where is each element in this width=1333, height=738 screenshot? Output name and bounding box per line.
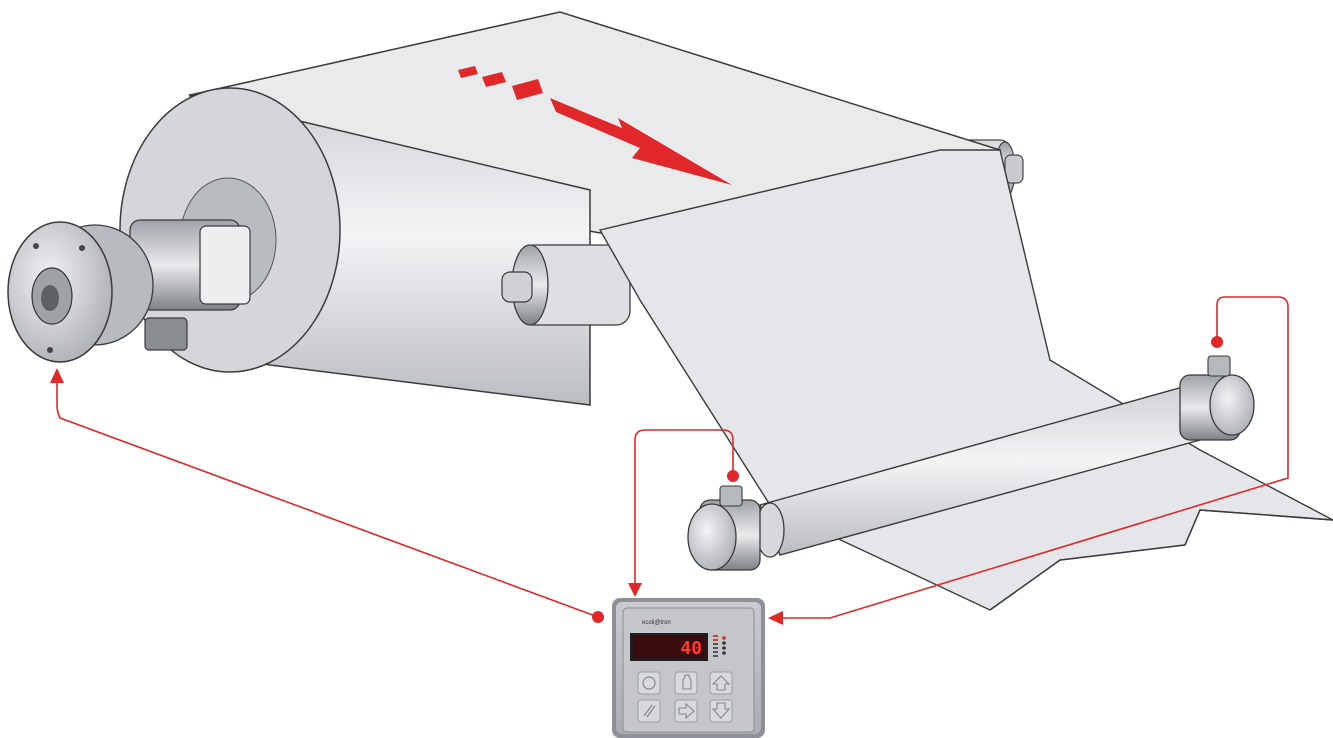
status-indicators <box>722 636 726 655</box>
middle-idler-roller <box>501 244 631 326</box>
display-screen <box>633 636 705 658</box>
indicator-led <box>722 646 726 650</box>
decrease-button[interactable] <box>709 699 733 723</box>
tension-controller[interactable]: ecoli@tron 40 <box>612 598 765 738</box>
indicator-led <box>722 651 726 655</box>
web-direction-arrow <box>458 66 732 185</box>
indicator-led <box>722 641 726 645</box>
left-sensor-connection-dot <box>727 470 739 482</box>
tool-button[interactable] <box>637 699 661 723</box>
arrow-up-icon <box>711 675 731 691</box>
controller-connection-dot <box>592 611 604 623</box>
arrow-right-icon <box>678 702 695 720</box>
arrowhead-down <box>628 583 642 597</box>
signal-lines <box>56 296 1289 619</box>
unwind-brake <box>7 219 251 363</box>
increase-button[interactable] <box>709 671 733 695</box>
controller-brand: ecoli@tron <box>642 620 671 626</box>
power-button[interactable] <box>637 671 661 695</box>
tare-button[interactable] <box>674 671 698 695</box>
tension-sensor-right <box>1179 355 1255 441</box>
power-icon <box>642 676 656 690</box>
indicator-led <box>722 636 726 640</box>
tension-sensor-left <box>687 485 761 571</box>
next-button[interactable] <box>674 699 698 723</box>
bottle-icon <box>682 674 692 690</box>
arrow-down-icon <box>711 702 731 719</box>
tool-icon <box>643 704 656 718</box>
arrowhead-left <box>768 611 783 625</box>
arrowhead-up <box>50 368 64 383</box>
right-sensor-connection-dot <box>1211 336 1223 348</box>
display-value: 40 <box>680 638 702 659</box>
level-bar <box>713 635 718 657</box>
